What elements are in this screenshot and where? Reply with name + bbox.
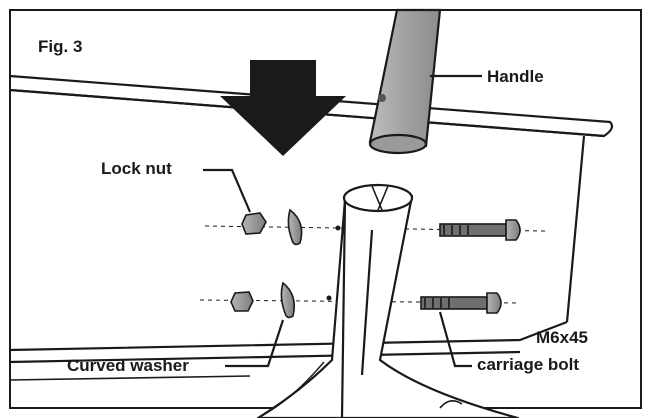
lock-nut-label: Lock nut	[101, 160, 172, 177]
handle-tube	[370, 10, 440, 153]
figure-title: Fig. 3	[38, 38, 82, 55]
curved-washer-label: Curved washer	[67, 357, 189, 374]
bolt-size-label: M6x45	[536, 329, 588, 346]
handle-label: Handle	[487, 68, 544, 85]
carriage-bolt-hardware	[421, 220, 520, 313]
carriage-bolt-label: carriage bolt	[477, 356, 579, 373]
direction-arrow	[220, 60, 346, 156]
lock-nut-hardware	[231, 213, 266, 311]
